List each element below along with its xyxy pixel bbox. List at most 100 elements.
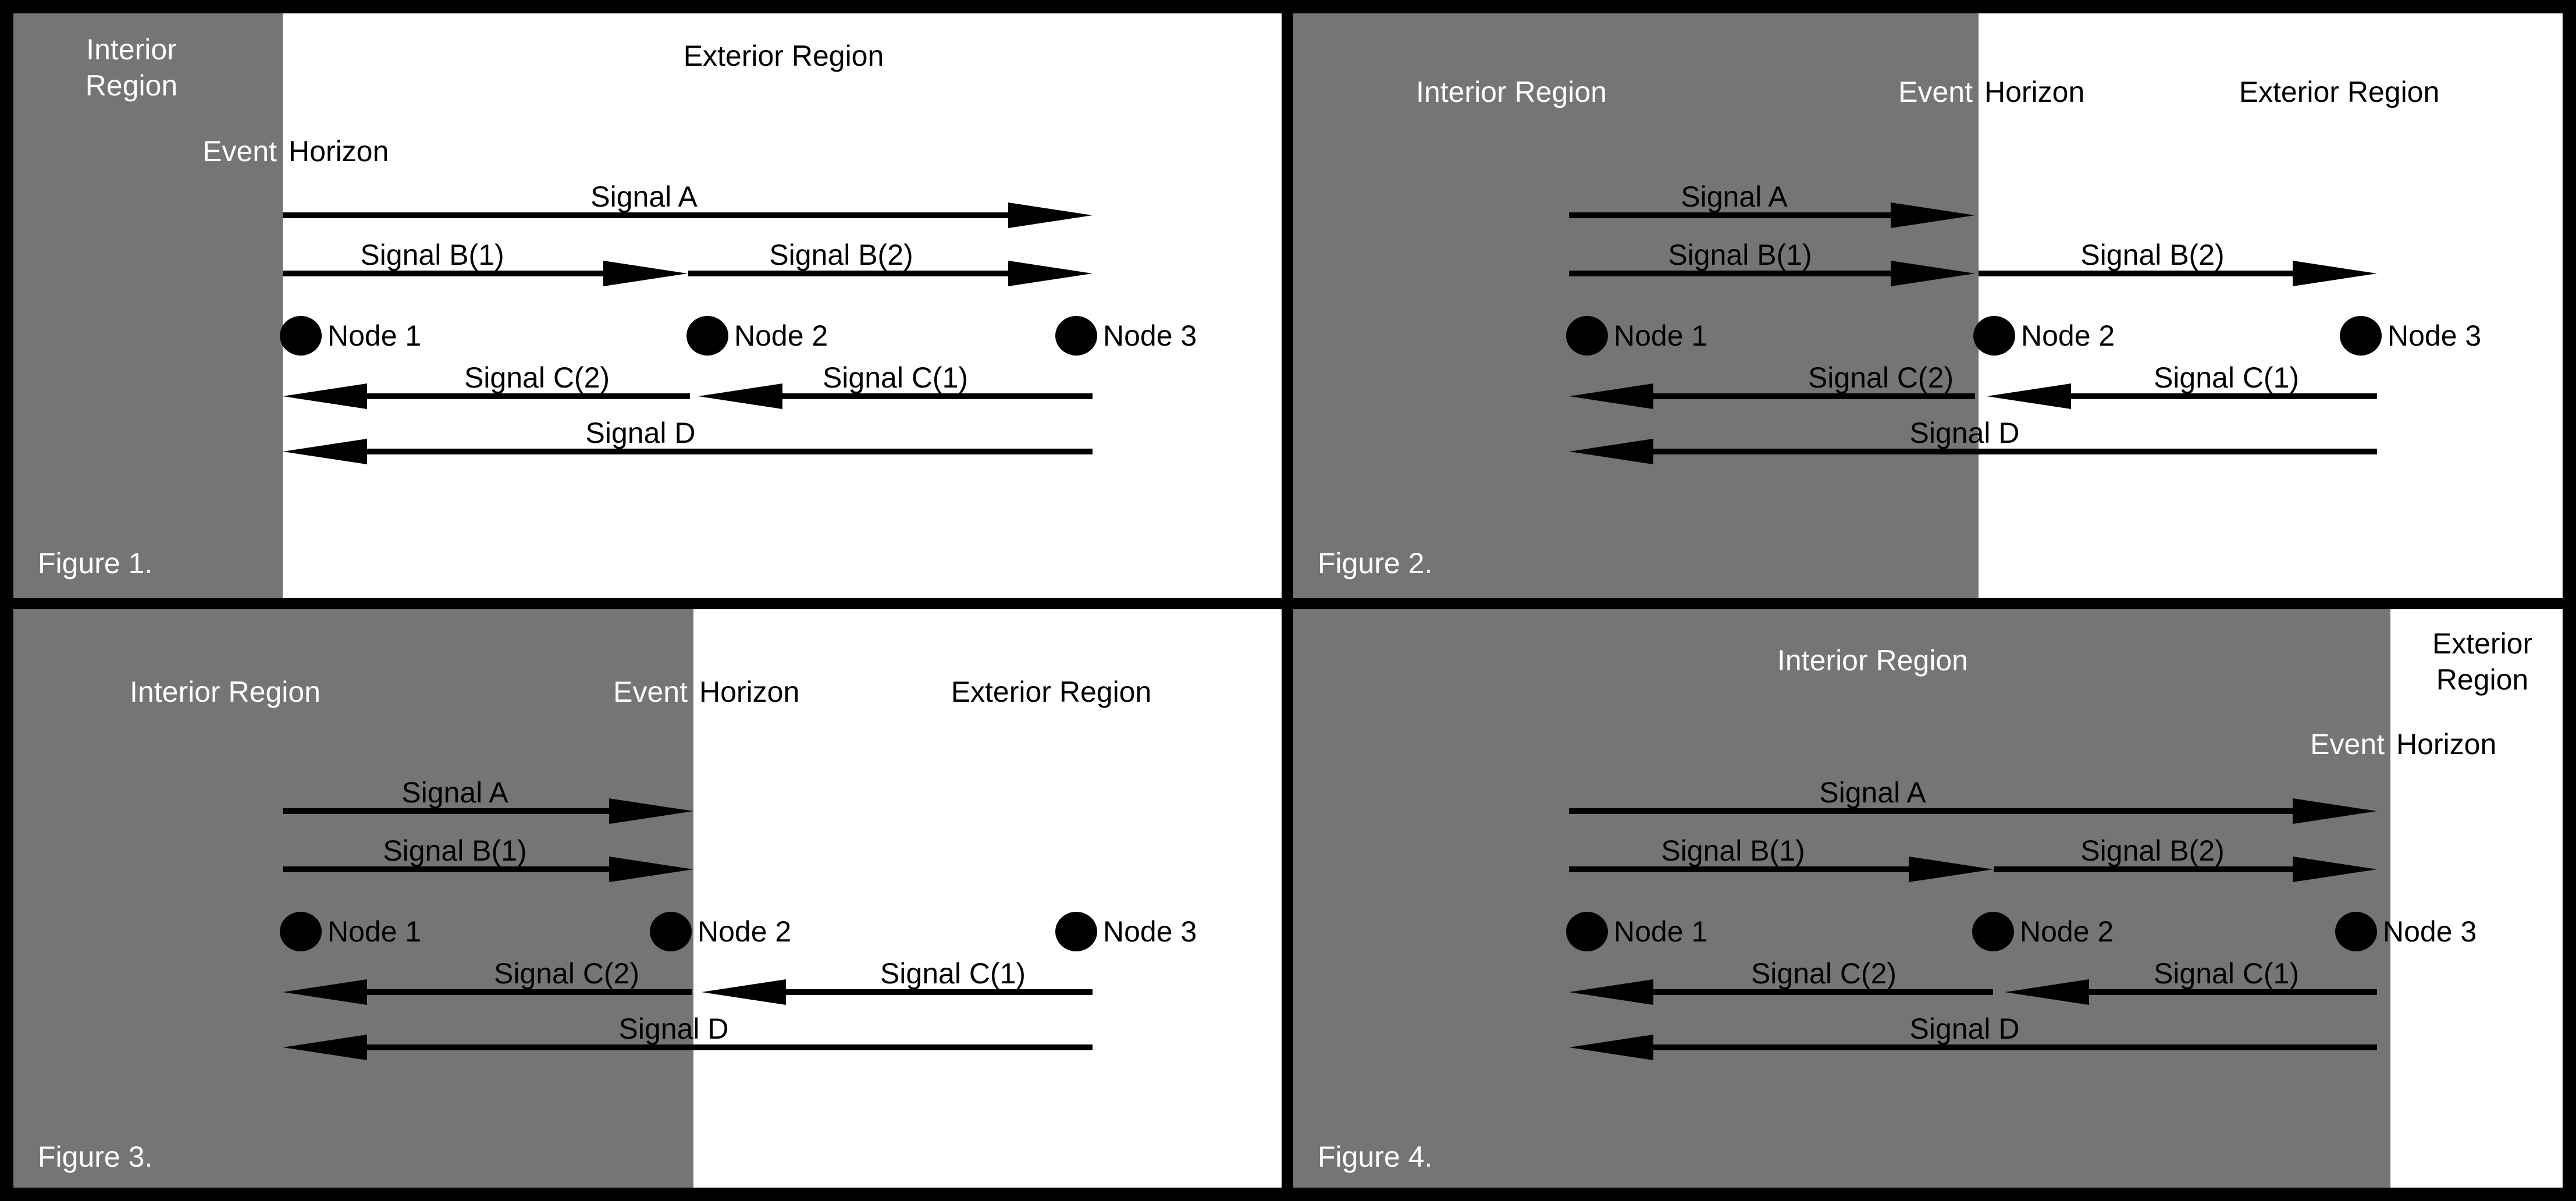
signal-a-arrow-shaft [283, 808, 612, 814]
signal-b1-arrow [283, 261, 688, 286]
signal-c1-arrowhead-left-icon [2005, 979, 2089, 1005]
signal-d-arrow [283, 439, 1093, 464]
exterior-region-label: Exterior Region [2239, 74, 2440, 110]
signal-a-label: Signal A [401, 776, 508, 809]
signal-c2-arrow [1569, 979, 1993, 1005]
signal-b2-arrow-shaft [1979, 271, 2296, 276]
signal-b1-arrowhead-right-icon [1909, 857, 1993, 882]
signal-b1-label: Signal B(1) [1661, 834, 1805, 867]
event-horizon-label-horizon: Horizon [289, 135, 389, 168]
node-3-label: Node 3 [2383, 915, 2477, 948]
event-horizon-label-horizon: Horizon [2396, 728, 2497, 761]
signal-d-arrow [1569, 439, 2377, 464]
interior-region-label-line: Interior Region [1777, 644, 1968, 677]
signal-c1-arrowhead-left-icon [702, 979, 786, 1005]
signal-d-arrow-shaft [1650, 449, 2377, 454]
node-1-label: Node 1 [328, 915, 422, 948]
node-3-label: Node 3 [1103, 915, 1197, 948]
signal-c1-label: Signal C(1) [2153, 361, 2300, 394]
signal-b2-arrow-shaft [1994, 866, 2296, 872]
signal-d-arrow-shaft [364, 449, 1093, 454]
figure-caption-3: Figure 3. [38, 1140, 153, 1173]
signal-d-arrow [283, 1035, 1093, 1060]
signal-d-arrowhead-left-icon [283, 1035, 367, 1060]
signal-c1-arrow-shaft [2086, 989, 2377, 995]
signal-c1-arrow [1987, 383, 2377, 409]
signal-b2-arrowhead-right-icon [1008, 261, 1093, 286]
signal-b1-arrow [1569, 261, 1975, 286]
node-3-label: Node 3 [1103, 319, 1197, 352]
node-3-dot [1055, 316, 1097, 356]
signal-a-arrow-shaft [283, 212, 1011, 218]
signal-c1-arrow [698, 383, 1093, 409]
exterior-region-label: Exterior Region [684, 38, 884, 74]
event-horizon-label-event: Event [202, 135, 277, 168]
event-horizon-label-event: Event [2310, 728, 2385, 761]
exterior-region-label-line: Exterior Region [2239, 76, 2440, 108]
interior-region-background [1293, 609, 2390, 1188]
signal-a-arrow [283, 798, 693, 824]
signal-c2-arrowhead-left-icon [1569, 979, 1653, 1005]
signal-a-arrowhead-right-icon [1008, 202, 1093, 228]
event-horizon-label-event: Event [613, 676, 688, 708]
exterior-region-label-line: Exterior [2432, 627, 2533, 660]
signal-c1-arrowhead-left-icon [1987, 383, 2071, 409]
signal-b2-arrow [688, 261, 1093, 286]
signal-c2-arrow [1569, 383, 1975, 409]
event-horizon-label-horizon: Horizon [1984, 76, 2085, 108]
signal-a-arrow [283, 202, 1093, 228]
signal-b2-label: Signal B(2) [2080, 239, 2225, 271]
signal-c2-arrow-shaft [1650, 393, 1975, 399]
signal-c2-label: Signal C(2) [493, 957, 640, 990]
signal-c1-label: Signal C(1) [880, 957, 1026, 990]
signal-c1-arrow-shaft [2068, 393, 2377, 399]
signal-c2-arrow-shaft [364, 393, 690, 399]
signal-c2-arrow-shaft [1650, 989, 1993, 995]
node-1-label: Node 1 [328, 319, 422, 352]
signal-d-arrow [1569, 1035, 2377, 1060]
signal-b1-label: Signal B(1) [1668, 239, 1812, 271]
node-1-dot [280, 316, 322, 356]
exterior-region-label-line: Exterior Region [951, 676, 1152, 708]
node-1-dot [1566, 316, 1608, 356]
event-horizon-label-event: Event [1898, 76, 1973, 108]
signal-c1-label: Signal C(1) [2153, 957, 2300, 990]
signal-a-arrowhead-right-icon [2293, 798, 2377, 824]
node-1-label: Node 1 [1614, 915, 1708, 948]
signal-b2-arrow-shaft [688, 271, 1011, 276]
node-3-dot [2335, 912, 2377, 951]
node-2-dot [1972, 912, 2014, 951]
signal-b1-label: Signal B(1) [383, 834, 527, 867]
signal-a-label: Signal A [1819, 776, 1926, 809]
signal-a-arrow-shaft [1569, 212, 1894, 218]
signal-b1-arrowhead-right-icon [603, 261, 688, 286]
node-2-dot [1973, 316, 2015, 356]
signal-b2-arrowhead-right-icon [2293, 261, 2377, 286]
signal-d-label: Signal D [618, 1012, 729, 1045]
node-2-label: Node 2 [698, 915, 792, 948]
signal-b2-arrowhead-right-icon [2293, 857, 2377, 882]
signal-c1-arrow [702, 979, 1093, 1005]
signal-a-arrowhead-right-icon [609, 798, 693, 824]
exterior-region-label-line: Region [2436, 663, 2529, 696]
signal-c1-label: Signal C(1) [822, 361, 969, 394]
figure-caption-4: Figure 4. [1318, 1140, 1433, 1173]
node-2-label: Node 2 [2020, 915, 2114, 948]
signal-d-label: Signal D [585, 417, 696, 449]
signal-d-arrow-shaft [364, 1044, 1093, 1050]
signal-c2-label: Signal C(2) [1750, 957, 1897, 990]
signal-b1-arrow-shaft [1569, 271, 1894, 276]
signal-c2-arrowhead-left-icon [1569, 383, 1653, 409]
signal-b1-arrow-shaft [283, 271, 606, 276]
interior-region-label-line: Interior Region [130, 676, 321, 708]
signal-b1-arrowhead-right-icon [609, 857, 693, 882]
signal-b1-arrow-shaft [1569, 866, 1912, 872]
signal-c2-label: Signal C(2) [464, 361, 610, 394]
node-2-dot [686, 316, 728, 356]
interior-region-label-line: Interior [86, 33, 177, 66]
